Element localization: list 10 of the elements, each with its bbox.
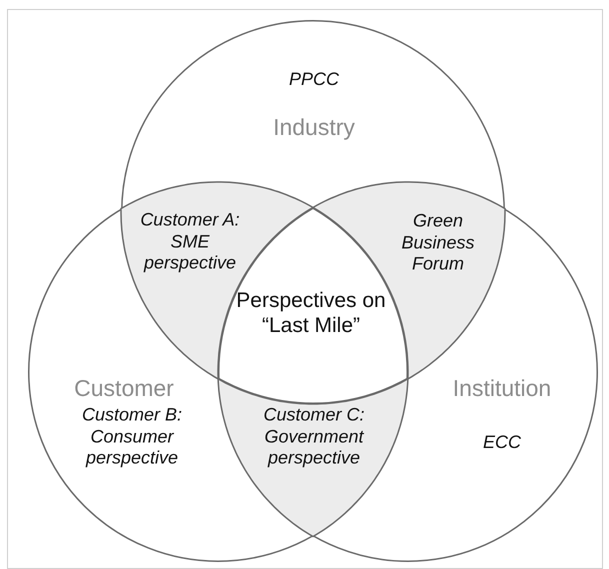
region-text: Customer A: SME perspective	[139, 210, 241, 274]
set-label: Customer	[74, 375, 174, 403]
set-label: Industry	[273, 114, 355, 142]
region-text: Customer B: Consumer perspective	[80, 404, 184, 470]
region-text: ECC	[482, 432, 522, 454]
region-text: Customer C: Government perspective	[262, 404, 366, 470]
region-text: Green Business Forum	[400, 210, 476, 276]
set-label: Institution	[452, 375, 552, 403]
center-label: Perspectives on “Last Mile”	[235, 288, 387, 338]
region-text: PPCC	[288, 69, 340, 91]
